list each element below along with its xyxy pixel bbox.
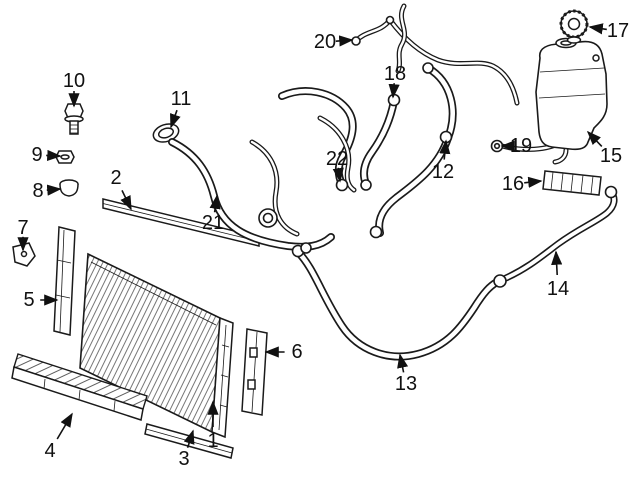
callout-16[interactable]: 16 — [501, 173, 525, 195]
callout-8[interactable]: 8 — [32, 180, 44, 202]
lower-crossmember — [11, 353, 148, 421]
callout-arrow-9 — [46, 149, 62, 162]
radiator-core — [79, 252, 234, 439]
callout-21[interactable]: 21 — [201, 212, 225, 234]
callout-arrow-11 — [170, 109, 181, 129]
callout-arrows — [17, 23, 607, 449]
callout-18[interactable]: 18 — [383, 63, 407, 85]
callout-arrow-16 — [524, 176, 543, 188]
callout-arrow-18 — [388, 83, 400, 99]
callout-6[interactable]: 6 — [291, 341, 303, 363]
callout-17[interactable]: 17 — [606, 20, 630, 42]
callout-20[interactable]: 20 — [313, 31, 337, 53]
callout-arrow-22 — [332, 167, 344, 183]
callout-11[interactable]: 11 — [170, 88, 192, 110]
callout-arrow-3 — [183, 429, 195, 449]
grommet — [59, 179, 79, 197]
nut — [55, 150, 75, 164]
callout-5[interactable]: 5 — [23, 289, 35, 311]
expansion-tank — [535, 37, 608, 151]
callout-arrow-13 — [397, 353, 409, 373]
callout-arrow-8 — [46, 184, 62, 196]
callout-arrow-2 — [120, 190, 132, 211]
callout-arrow-12 — [439, 139, 451, 160]
callout-arrow-21 — [209, 194, 221, 213]
right-bracket — [241, 328, 268, 416]
callout-14[interactable]: 14 — [546, 278, 570, 300]
retaining-clip — [12, 242, 36, 267]
callout-10[interactable]: 10 — [62, 70, 86, 92]
callout-2[interactable]: 2 — [110, 167, 122, 189]
callout-22[interactable]: 22 — [325, 148, 349, 170]
callout-9[interactable]: 9 — [31, 144, 43, 166]
callout-1[interactable]: 1 — [207, 430, 219, 452]
upper-seal-strip — [102, 198, 260, 247]
coolant-hoses — [168, 3, 618, 361]
left-bracket — [53, 226, 76, 336]
bolt — [64, 103, 84, 135]
callout-arrow-4 — [56, 412, 73, 440]
callout-arrow-14 — [551, 250, 563, 276]
callout-3[interactable]: 3 — [178, 448, 190, 470]
tank-bracket — [542, 170, 602, 196]
tank-cap — [559, 9, 589, 44]
callout-4[interactable]: 4 — [44, 440, 56, 462]
callout-15[interactable]: 15 — [599, 145, 623, 167]
callout-13[interactable]: 13 — [394, 373, 418, 395]
callout-7[interactable]: 7 — [17, 217, 29, 239]
callout-19[interactable]: 19 — [509, 135, 533, 157]
callout-arrow-20 — [335, 35, 354, 47]
callout-12[interactable]: 12 — [431, 161, 455, 183]
callout-arrow-17 — [588, 23, 607, 35]
callout-arrow-15 — [586, 130, 603, 147]
